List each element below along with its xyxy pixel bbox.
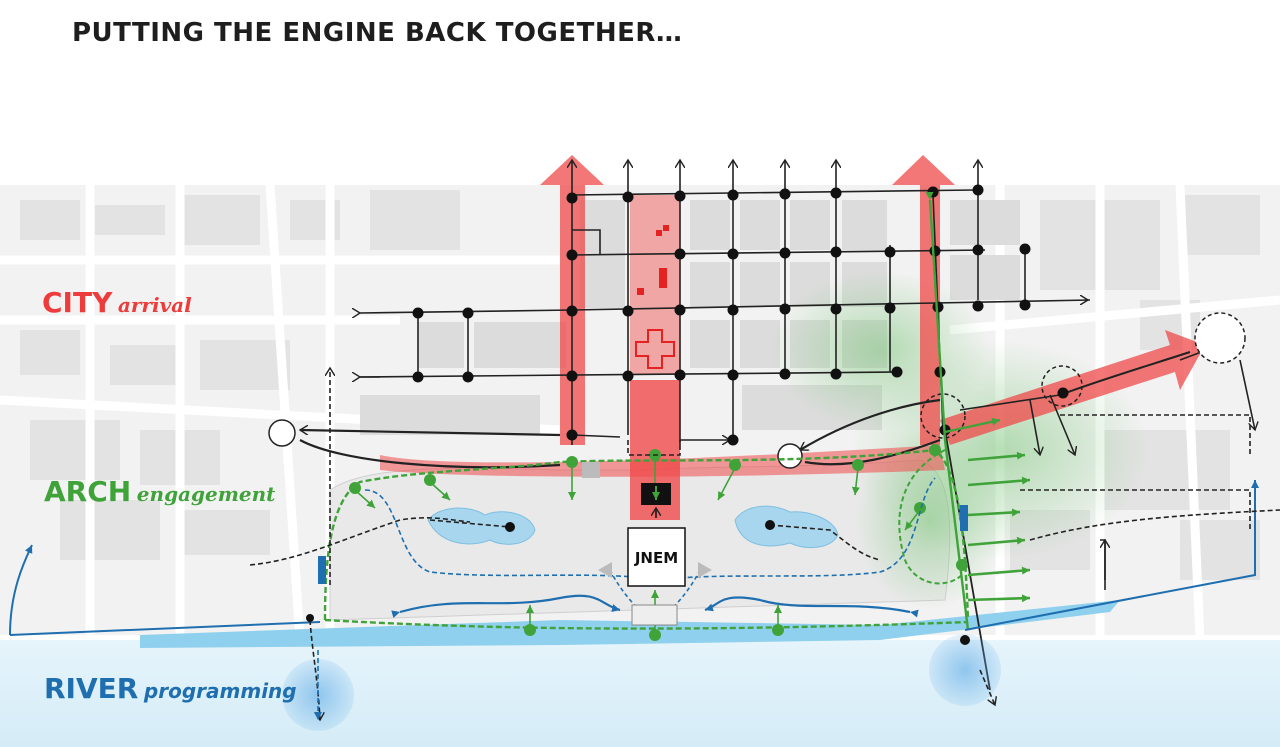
jnem-building: JNEM <box>627 483 686 587</box>
city-markers <box>635 225 675 369</box>
page-title: PUTTING THE ENGINE BACK TOGETHER… <box>72 18 683 48</box>
grid-nodes <box>412 184 1069 446</box>
city-qualifier: arrival <box>117 293 192 317</box>
arch-engagement-label: ARCH engagement <box>44 475 275 508</box>
river-markers <box>318 505 968 584</box>
river-word: RIVER <box>44 672 139 705</box>
river-programming-label: RIVER programming <box>44 672 297 705</box>
arch-qualifier: engagement <box>136 482 276 506</box>
river-node-east <box>929 634 1001 706</box>
river-qualifier: programming <box>143 679 297 703</box>
dashed-connections <box>249 368 1280 720</box>
arch-word: ARCH <box>44 475 132 508</box>
arrival-loops <box>300 398 941 469</box>
pond-nodes <box>306 520 970 645</box>
jnem-label: JNEM <box>634 549 678 567</box>
destination-circles <box>268 312 1246 469</box>
city-word: CITY <box>42 286 113 319</box>
grey-arrowheads <box>582 462 712 626</box>
city-arrival-label: CITY arrival <box>42 286 192 319</box>
